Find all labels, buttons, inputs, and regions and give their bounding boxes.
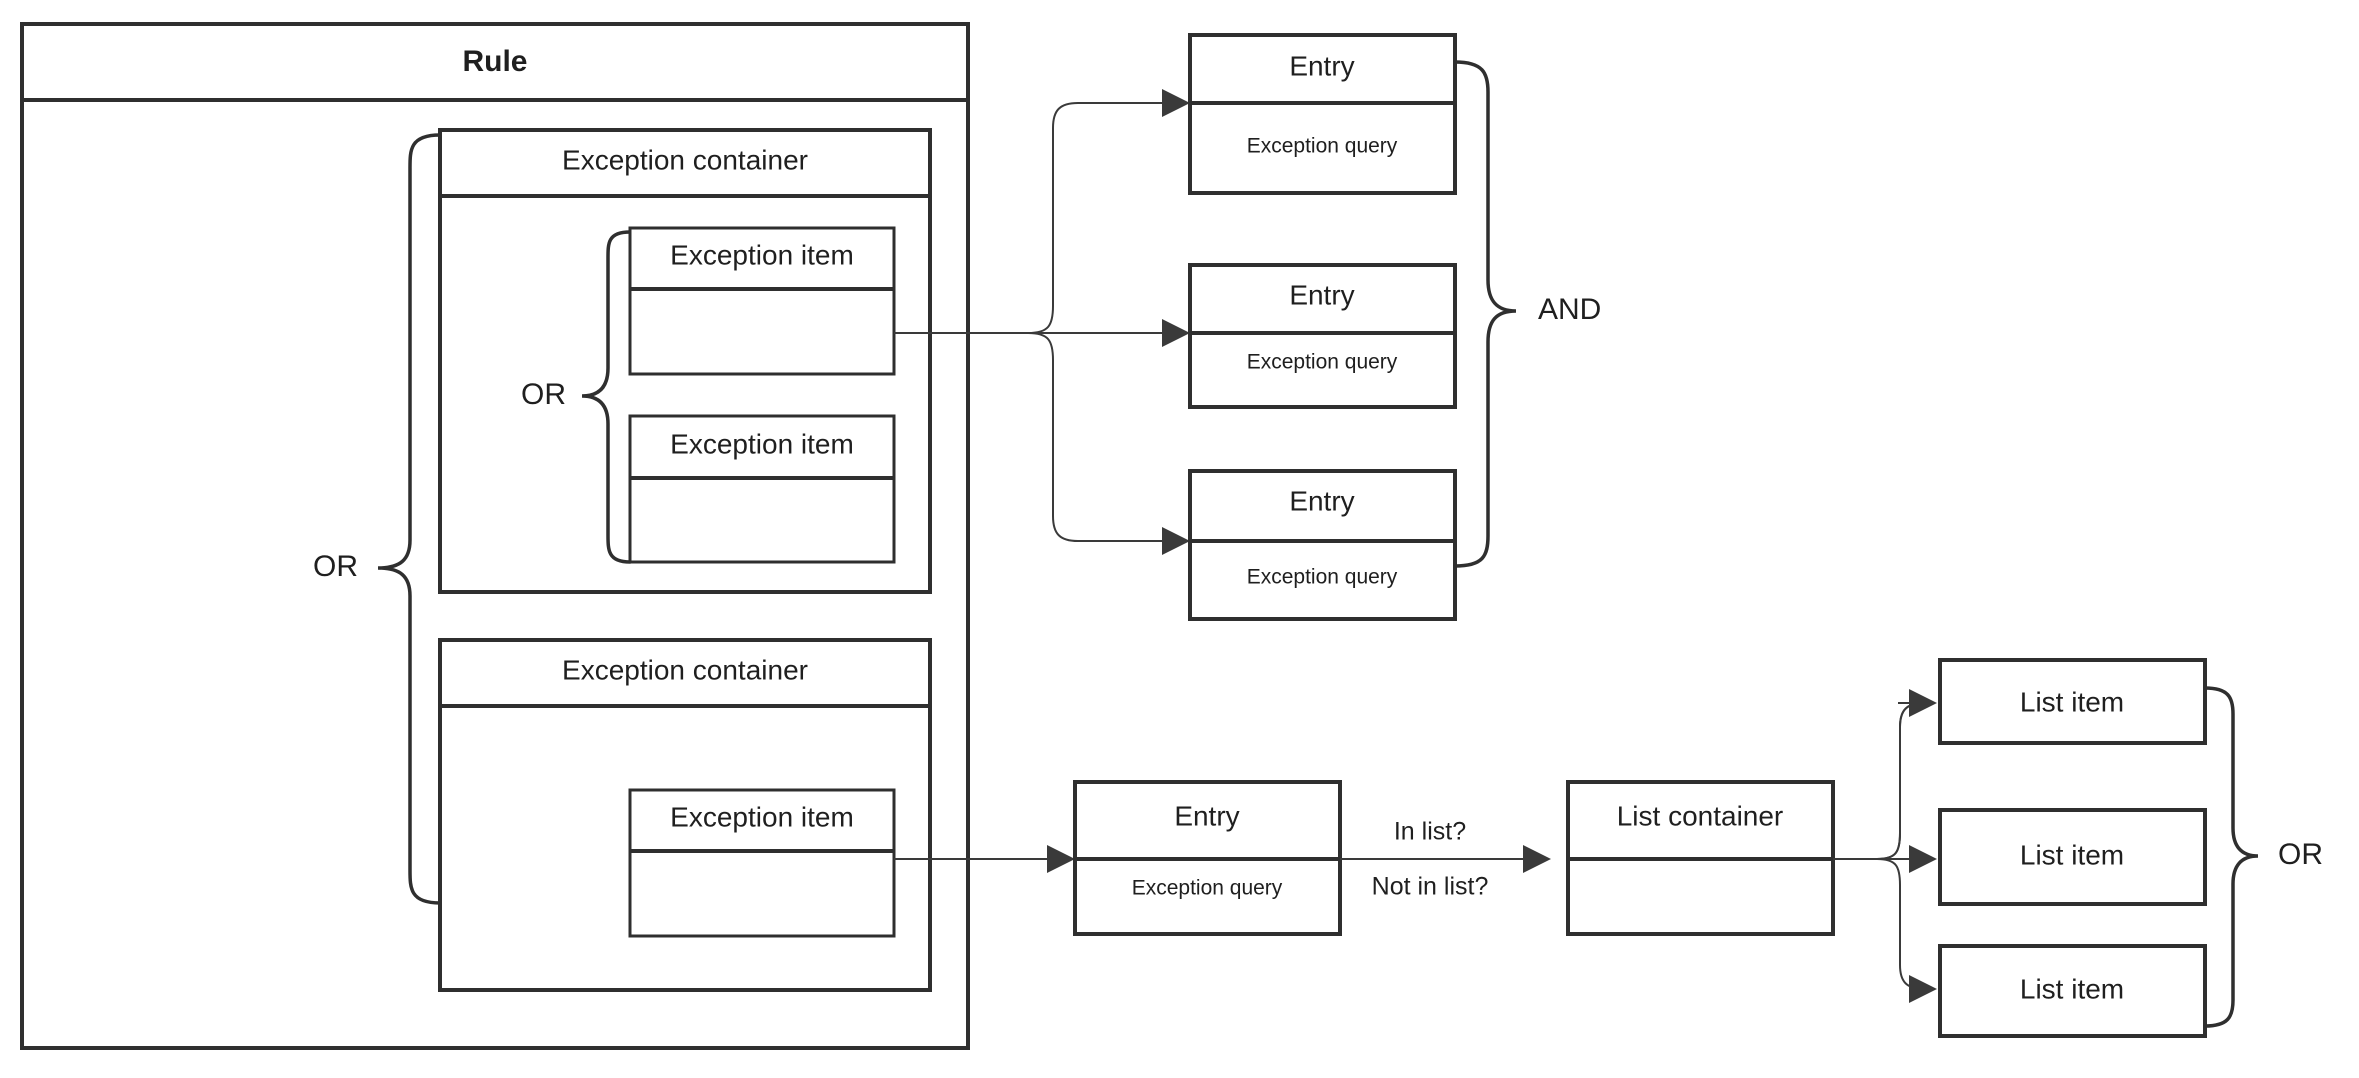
not-in-list-label: Not in list?	[1372, 873, 1489, 901]
list-fanout-split-down	[1876, 858, 1925, 990]
container-1-or-brace	[581, 230, 632, 564]
exception-item-2[interactable]: Exception item	[628, 414, 896, 564]
and-label: AND	[1538, 293, 1601, 326]
entry-box-3-title: Entry	[1289, 485, 1354, 516]
top-fanout-connectors	[894, 89, 1190, 555]
rule-or-brace-group	[377, 133, 442, 905]
list-container-title: List container	[1617, 800, 1784, 831]
and-brace-group: AND	[1453, 60, 1601, 568]
list-item-2-frame	[1938, 808, 2207, 906]
and-brace	[1453, 60, 1517, 568]
entry-box-bottom-title: Entry	[1174, 800, 1239, 831]
entry-box-1-title: Entry	[1289, 50, 1354, 81]
list-item-2[interactable]: List item	[1938, 808, 2207, 906]
list-or-brace	[2203, 686, 2259, 1028]
bottom-connectors-1	[894, 845, 1075, 873]
arrowhead-list-item-2	[1909, 845, 1937, 873]
entry-box-bottom-body: Exception query	[1132, 877, 1283, 900]
list-item-3[interactable]: List item	[1938, 944, 2207, 1038]
list-container-box[interactable]: List container	[1566, 780, 1835, 936]
arrowhead-list-container	[1523, 845, 1551, 873]
entry-box-1-body: Exception query	[1247, 135, 1398, 158]
rule-or-label: OR	[313, 550, 358, 583]
arrowhead-entry-1	[1162, 89, 1190, 117]
rule-title: Rule	[462, 45, 527, 78]
container-1-or-label: OR	[521, 378, 566, 411]
entry-box-bottom[interactable]: Entry Exception query	[1073, 780, 1342, 936]
exception-item-3-frame	[628, 788, 896, 938]
entry-box-2-body: Exception query	[1247, 351, 1398, 374]
list-item-2-label: List item	[2020, 839, 2124, 870]
list-or-brace-group: OR	[2203, 686, 2323, 1028]
top-fanout-split-up	[1027, 102, 1182, 334]
entry-box-2[interactable]: Entry Exception query	[1188, 263, 1457, 409]
exception-item-1[interactable]: Exception item	[628, 226, 896, 376]
entry-box-2-title: Entry	[1289, 279, 1354, 310]
arrowhead-list-item-3	[1909, 975, 1937, 1003]
exception-item-1-title: Exception item	[670, 239, 854, 270]
entry-box-2-frame	[1188, 263, 1457, 409]
entry-box-3[interactable]: Entry Exception query	[1188, 469, 1457, 621]
entry-box-1[interactable]: Entry Exception query	[1188, 33, 1457, 195]
list-item-3-frame	[1938, 944, 2207, 1038]
list-item-1-label: List item	[2020, 686, 2124, 717]
top-fanout-split-down	[1027, 332, 1182, 542]
list-item-1-frame	[1938, 658, 2207, 745]
arrowhead-entry-3	[1162, 527, 1190, 555]
exception-item-3-title: Exception item	[670, 801, 854, 832]
exception-item-2-frame	[628, 414, 896, 564]
exception-container-2-title: Exception container	[562, 654, 808, 685]
arrowhead-list-item-1	[1909, 689, 1937, 717]
arrowhead-entry-2	[1162, 319, 1190, 347]
exception-item-1-frame	[628, 226, 896, 376]
exception-container-1-title: Exception container	[562, 144, 808, 175]
entry-box-3-body: Exception query	[1247, 566, 1398, 589]
list-or-label: OR	[2278, 838, 2323, 871]
list-item-3-label: List item	[2020, 973, 2124, 1004]
rule-or-brace	[377, 133, 442, 905]
container-1-or-brace-group: OR	[521, 230, 632, 564]
list-edge-connector: In list? Not in list?	[1340, 818, 1551, 901]
in-list-label: In list?	[1394, 818, 1466, 846]
arrowhead-entry-bottom	[1047, 845, 1075, 873]
list-item-1[interactable]: List item	[1938, 658, 2207, 745]
exception-item-2-title: Exception item	[670, 428, 854, 459]
exception-item-3[interactable]: Exception item	[628, 788, 896, 938]
list-fanout-connectors	[1833, 689, 1937, 1003]
entry-box-1-frame	[1188, 33, 1457, 195]
list-fanout-up-arm	[1876, 702, 1925, 860]
entry-box-3-frame	[1188, 469, 1457, 621]
